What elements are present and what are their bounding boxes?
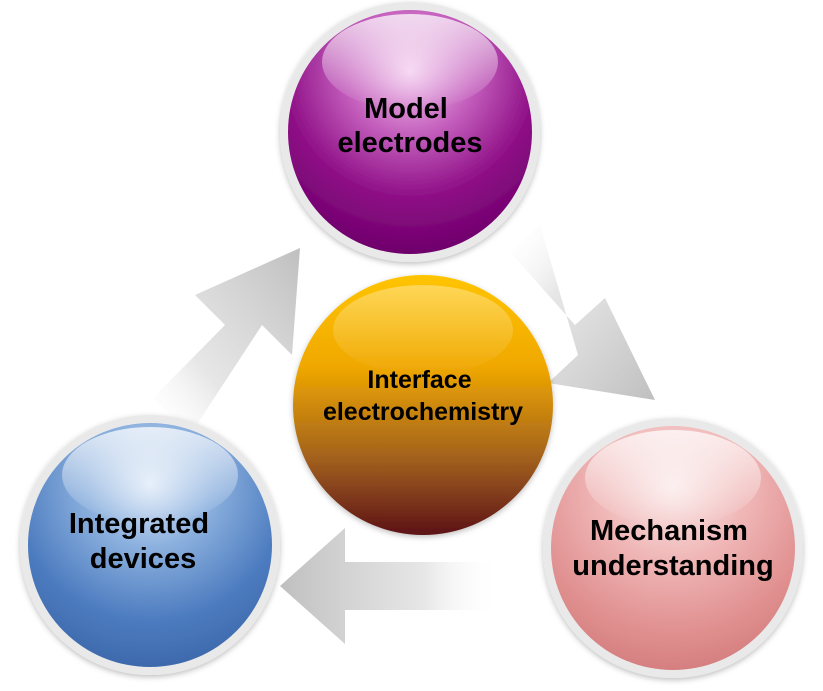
node-model-line-2: electrodes [337,127,482,159]
node-mechanism-line-2: understanding [572,550,773,582]
arrows [153,225,655,644]
node-integrated-gloss [62,427,238,523]
node-center-line-1: Interface [367,366,471,394]
node-mechanism-gloss [585,430,761,526]
node-mechanism-line-1: Mechanism [590,515,748,547]
arrow-mechanism-to-integrated [280,528,500,644]
node-center-gloss [333,285,513,375]
arrow-model-to-mechanism [510,225,655,400]
node-model-line-1: Model [364,93,448,125]
node-center-line-2: electrochemistry [323,398,523,426]
node-mechanism-understanding: Mechanism understanding [543,418,803,678]
node-center-label: Interface electrochemistry [323,366,523,426]
arrow-integrated-to-model [153,248,300,435]
node-model-label: Model electrodes [337,93,482,159]
node-model-electrodes: Model electrodes [280,2,540,262]
node-integrated-devices: Integrated devices [20,415,280,675]
node-integrated-line-1: Integrated [69,508,209,540]
node-interface-electrochemistry: Interface electrochemistry [293,275,553,535]
node-model-gloss [322,14,498,110]
node-integrated-line-2: devices [90,543,196,575]
node-mechanism-label: Mechanism understanding [572,515,773,582]
node-integrated-label: Integrated devices [69,508,217,575]
